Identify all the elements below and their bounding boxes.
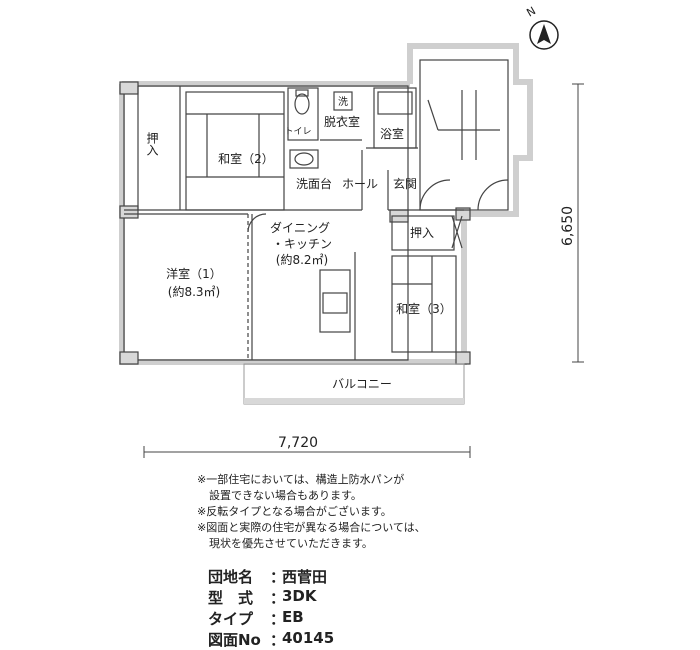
compass-north-label: N bbox=[524, 4, 538, 19]
note-line: ※図面と実際の住宅が異なる場合については、 bbox=[197, 521, 426, 534]
info-label: タイプ bbox=[208, 610, 254, 628]
outer-walls bbox=[119, 43, 533, 365]
dimension-width-label: 7,720 bbox=[278, 435, 318, 451]
room-youshitsu1-label: 洋室（1） bbox=[166, 266, 222, 281]
property-info: 団地名 ： 西菅田 型 式 ： 3DK タイプ ： EB 図面No ： 4014… bbox=[208, 566, 334, 650]
info-value: 3DK bbox=[282, 587, 317, 605]
dimension-depth-label: 6,650 bbox=[560, 206, 576, 246]
notes: ※一部住宅においては、構造上防水パンが 設置できない場合もあります。 ※反転タイ… bbox=[197, 472, 667, 552]
room-balcony-label: バルコニー bbox=[332, 377, 392, 391]
note-line: 現状を優先させていただきます。 bbox=[209, 537, 373, 550]
info-colon: ： bbox=[270, 631, 286, 649]
info-label: 型 式 bbox=[208, 589, 254, 607]
floor-plan: N bbox=[119, 4, 584, 458]
room-yokushitsu-label: 浴室 bbox=[380, 126, 404, 141]
info-colon: ： bbox=[270, 589, 286, 607]
inner-lines bbox=[119, 59, 509, 365]
info-value: 40145 bbox=[282, 629, 335, 647]
room-genkan-label: 玄関 bbox=[393, 176, 417, 191]
info-label: 図面No bbox=[208, 631, 261, 649]
info-colon: ： bbox=[270, 610, 286, 628]
note-line: ※反転タイプとなる場合がございます。 bbox=[197, 505, 392, 518]
info-value: EB bbox=[282, 608, 304, 626]
info-row-type: タイプ ： EB bbox=[208, 608, 334, 629]
info-value: 西菅田 bbox=[282, 568, 328, 586]
note-line: 設置できない場合もあります。 bbox=[209, 489, 362, 502]
room-dining-label-2: ・キッチン bbox=[272, 237, 332, 251]
room-hall-label: ホール bbox=[342, 177, 378, 191]
room-sentaku-label: 洗 bbox=[338, 96, 348, 108]
room-youshitsu1-area-label: (約8.3㎡) bbox=[168, 284, 220, 299]
room-dining-label-1: ダイニング bbox=[270, 220, 330, 235]
note-line: ※一部住宅においては、構造上防水パンが bbox=[197, 473, 405, 486]
info-row-zumen: 図面No ： 40145 bbox=[208, 629, 334, 650]
info-label: 団地名 bbox=[208, 568, 254, 586]
room-oshiire-left-label: 押入 bbox=[145, 132, 159, 156]
room-toilet-label: トイレ bbox=[284, 127, 311, 137]
room-washitsu3-label: 和室（3） bbox=[396, 301, 452, 316]
info-colon: ： bbox=[270, 568, 286, 586]
room-dining-area-label: (約8.2㎡) bbox=[276, 252, 328, 267]
room-datsuishitsu-label: 脱衣室 bbox=[324, 114, 360, 129]
info-row-danchi: 団地名 ： 西菅田 bbox=[208, 566, 334, 587]
room-senmendai-label: 洗面台 bbox=[296, 176, 332, 191]
balcony-area bbox=[243, 363, 465, 405]
room-washitsu2-label: 和室（2） bbox=[218, 151, 274, 166]
room-oshiire-right-label: 押入 bbox=[410, 226, 434, 240]
compass-icon: N bbox=[524, 4, 559, 50]
info-row-kata: 型 式 ： 3DK bbox=[208, 587, 334, 608]
dimension-lines bbox=[143, 83, 584, 458]
